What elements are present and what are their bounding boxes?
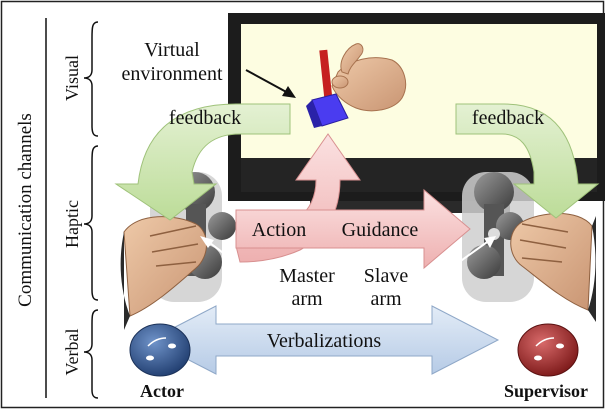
- action-label: Action: [252, 219, 306, 241]
- master-arm-label-2: arm: [291, 288, 323, 310]
- feedback-arrow-left: [114, 103, 291, 221]
- master-arm-label-1: Master: [279, 265, 335, 287]
- guidance-arrow: [235, 188, 471, 270]
- actor-label: Actor: [140, 381, 184, 401]
- channel-brackets: [45, 18, 99, 399]
- slave-arm-label-2: arm: [370, 288, 402, 310]
- verbal-channel-label: Verbal: [62, 329, 82, 376]
- feedback-arrow-right: [455, 103, 600, 219]
- haptic-channel-label: Haptic: [62, 200, 82, 248]
- verbalizations-arrow: [148, 305, 500, 375]
- virtual-hand-icon: [331, 43, 407, 112]
- master-arm-pointer: [205, 239, 271, 289]
- slave-arm-pointer: [419, 239, 491, 291]
- visual-channel-label: Visual: [62, 55, 82, 101]
- actor-hand-icon: [120, 216, 207, 330]
- virtual-environment-label-2: environment: [121, 63, 223, 85]
- virtual-environment-label-1: Virtual: [144, 39, 200, 61]
- supervisor-slave-arm-device: [462, 172, 534, 302]
- supervisor-icon: [517, 323, 579, 377]
- feedback-left-label: feedback: [169, 107, 241, 129]
- guidance-label: Guidance: [342, 219, 419, 241]
- actor-icon: [129, 323, 191, 377]
- pointer-arrowhead: [282, 86, 296, 98]
- slave-arm-label-1: Slave: [364, 265, 409, 287]
- pointer-line: [245, 69, 291, 95]
- supervisor-label: Supervisor: [504, 381, 588, 401]
- verbalizations-label: Verbalizations: [267, 330, 382, 352]
- feedback-right-label: feedback: [472, 107, 544, 129]
- communication-channels-label: Communication channels: [15, 113, 36, 307]
- virtual-tool-handle: [319, 49, 333, 103]
